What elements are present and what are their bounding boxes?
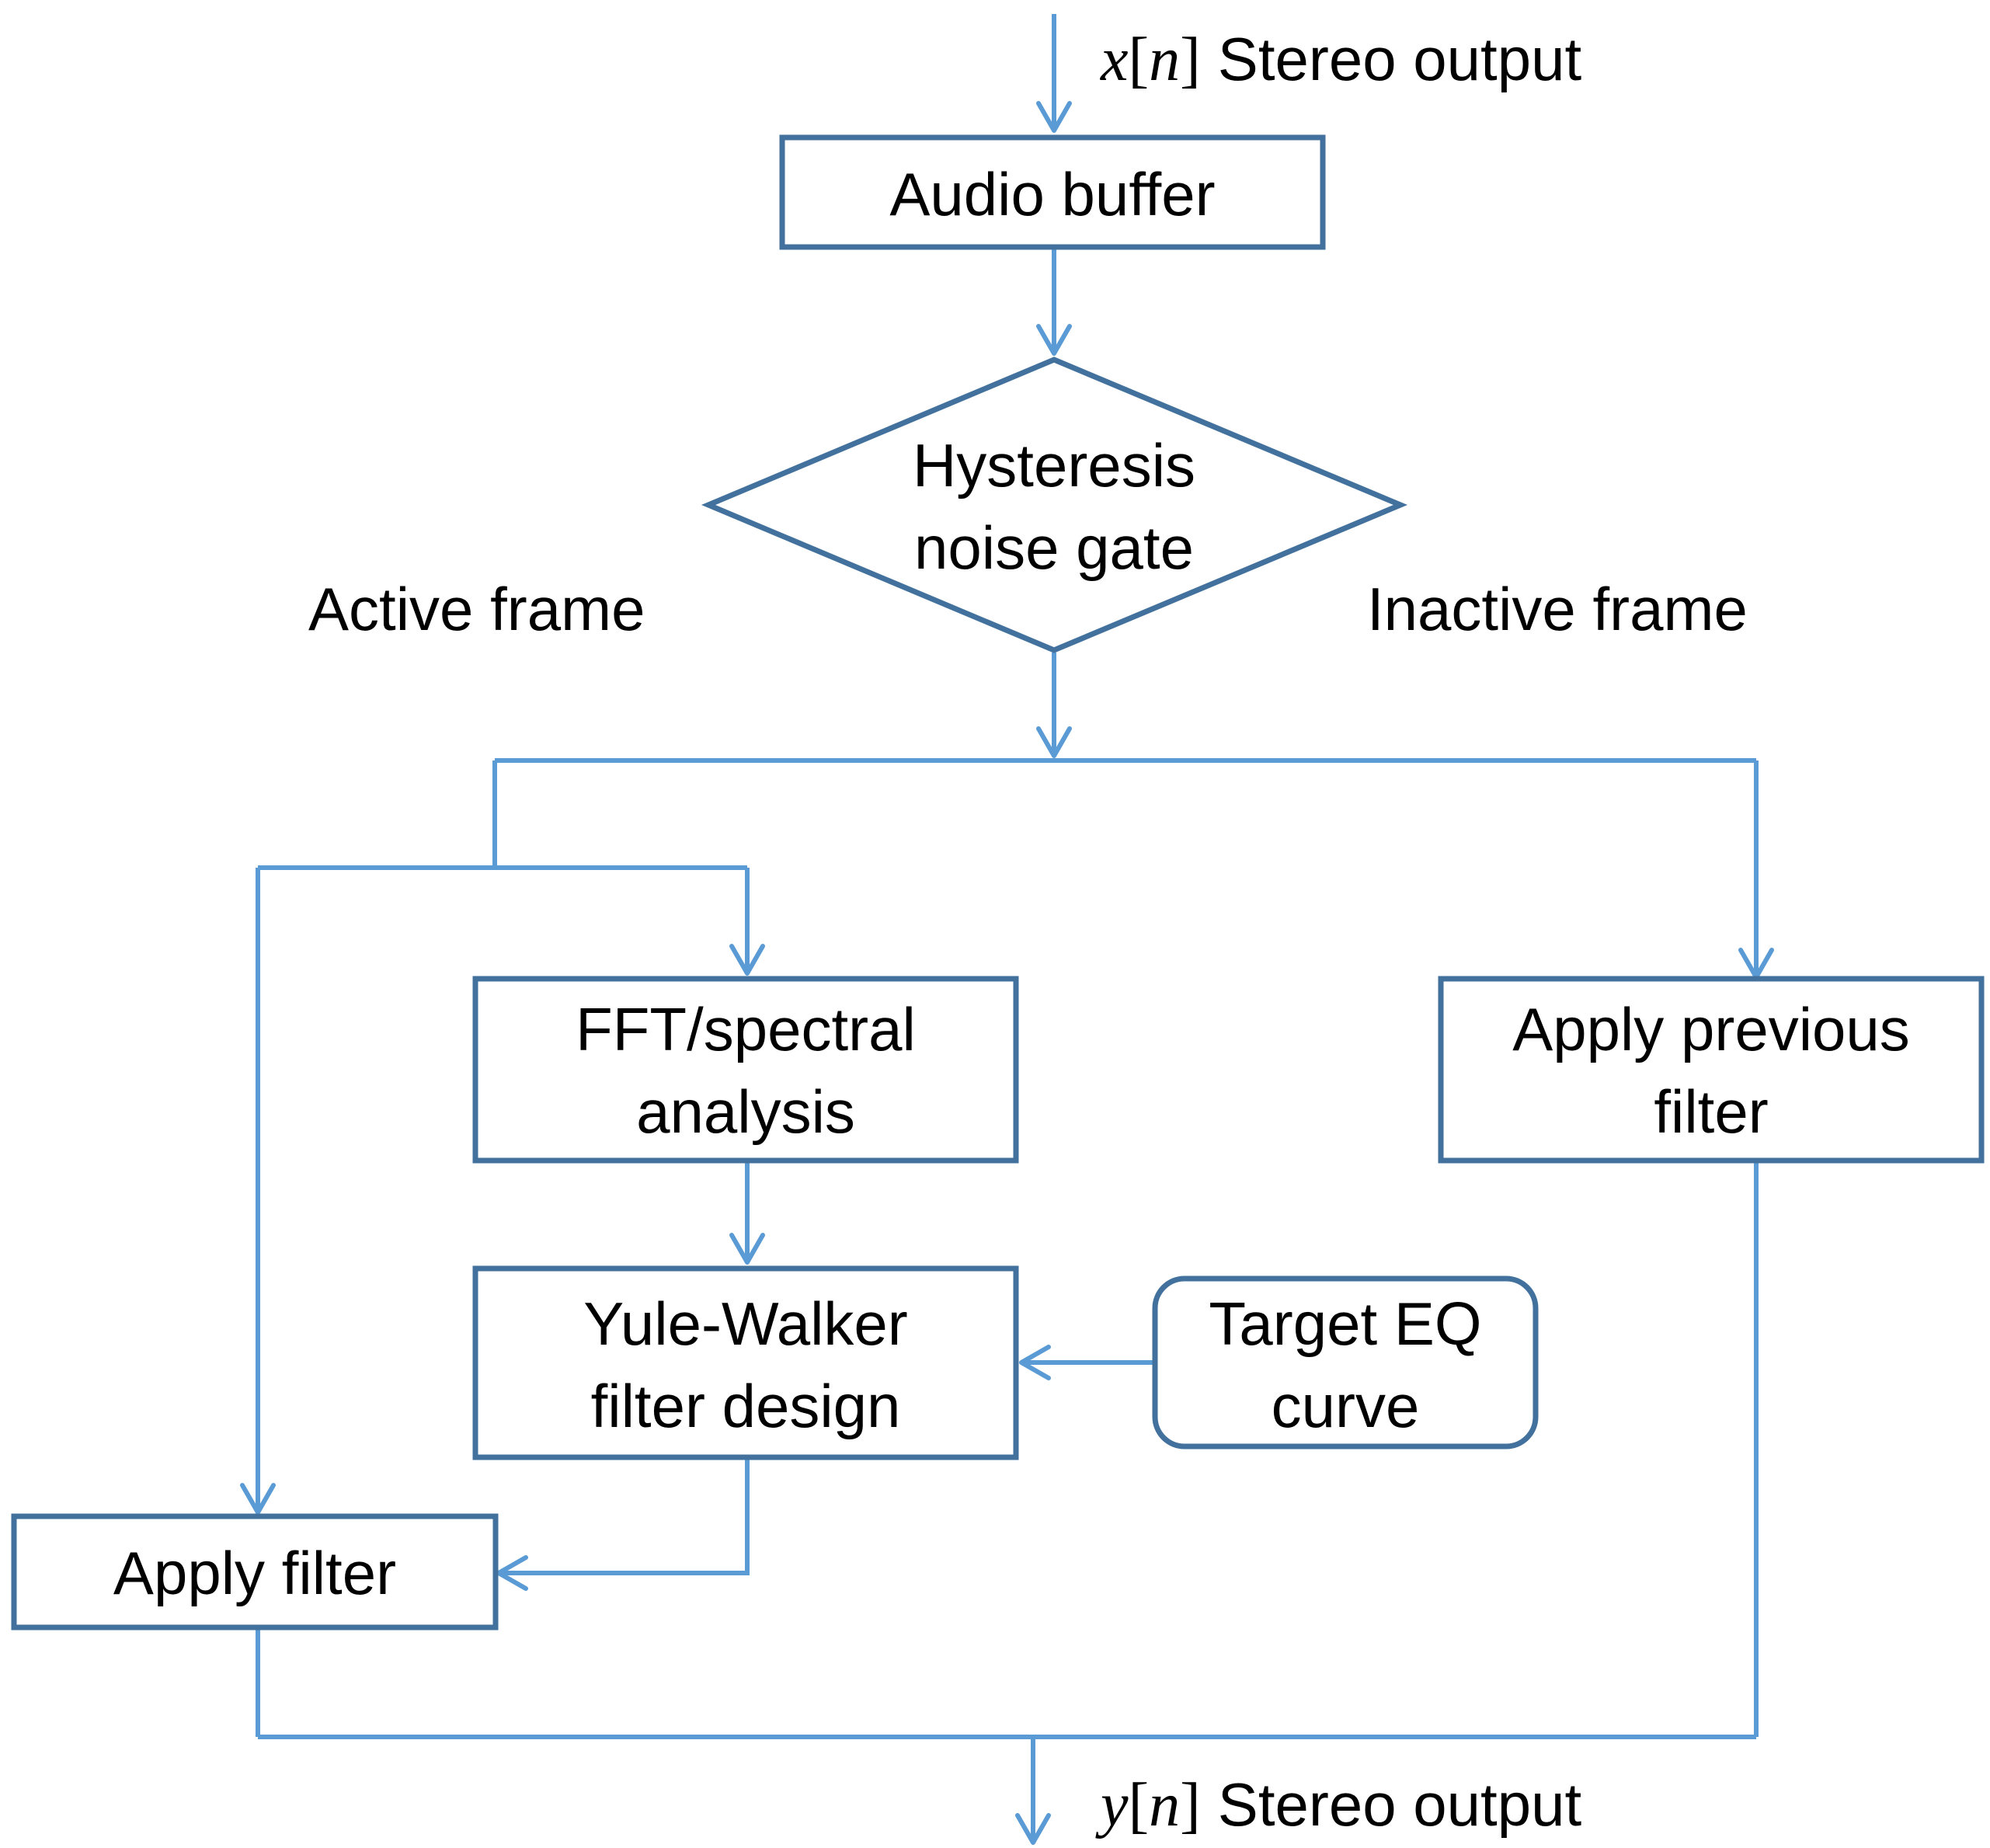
apply-previous-label-line1: Apply previous xyxy=(1512,995,1910,1063)
audio-buffer-node: Audio buffer xyxy=(779,134,1326,250)
target-eq-label-line2: curve xyxy=(1272,1372,1420,1440)
input-signal-open-bracket: [ xyxy=(1129,26,1150,94)
input-signal-label: x[n]Stereo output xyxy=(1100,25,1581,94)
audio-buffer-box xyxy=(779,134,1326,250)
output-signal-var: y xyxy=(1095,1771,1129,1839)
active-frame-label: Active frame xyxy=(308,575,645,643)
apply-filter-box xyxy=(11,1513,499,1630)
output-signal-open-bracket: [ xyxy=(1129,1771,1150,1839)
input-signal-index: n xyxy=(1149,26,1180,94)
noise-gate-label-line1: Hysteresis xyxy=(913,431,1195,499)
target-eq-node: Target EQ curve xyxy=(1152,1276,1539,1450)
connectors xyxy=(240,14,1774,1845)
noise-gate-node: Hysteresis noise gate xyxy=(701,357,1408,653)
fft-label-line2: analysis xyxy=(636,1077,855,1146)
input-signal-text: Stereo output xyxy=(1218,25,1582,93)
output-arrowhead xyxy=(1015,1813,1051,1845)
buffer-to-gate-arrowhead xyxy=(1036,324,1072,356)
inactive-frame-label: Inactive frame xyxy=(1367,575,1748,643)
target-eq-label-line1: Target EQ xyxy=(1209,1289,1481,1358)
noise-gate-label-line2: noise gate xyxy=(914,513,1194,582)
fft-box xyxy=(472,976,1019,1164)
apply-filter-node: Apply filter xyxy=(11,1513,499,1630)
yule-walker-label-line1: Yule-Walker xyxy=(583,1289,908,1358)
apply-previous-node: Apply previous filter xyxy=(1438,976,1985,1164)
output-signal-index: n xyxy=(1149,1771,1180,1839)
yule-walker-node: Yule-Walker filter design xyxy=(472,1265,1019,1460)
apply-previous-label-line2: filter xyxy=(1654,1077,1768,1146)
yule-walker-box xyxy=(472,1265,1019,1460)
to-fft-arrowhead xyxy=(729,944,765,976)
audio-buffer-label: Audio buffer xyxy=(889,160,1215,228)
fft-to-yw-arrowhead xyxy=(729,1233,765,1265)
eq-to-yw-arrowhead xyxy=(1019,1345,1051,1380)
yw-to-apply-arrowhead xyxy=(496,1555,528,1591)
fft-node: FFT/spectral analysis xyxy=(472,976,1019,1164)
input-signal-close-bracket: ] xyxy=(1180,26,1201,94)
to-apply-filter-arrowhead xyxy=(240,1483,276,1515)
input-signal-var: x xyxy=(1100,26,1129,94)
gate-to-split-arrowhead xyxy=(1036,726,1072,758)
apply-filter-label: Apply filter xyxy=(113,1539,396,1607)
apply-previous-box xyxy=(1438,976,1985,1164)
fft-label-line1: FFT/spectral xyxy=(576,995,916,1063)
yule-walker-label-line2: filter design xyxy=(591,1372,901,1440)
output-signal-close-bracket: ] xyxy=(1180,1771,1201,1839)
output-signal-text: Stereo output xyxy=(1218,1770,1582,1839)
noise-gate-diamond xyxy=(701,357,1408,653)
output-signal-label: y[n]Stereo output xyxy=(1095,1770,1581,1839)
input-arrowhead xyxy=(1036,101,1072,133)
target-eq-box xyxy=(1152,1276,1539,1450)
yw-to-apply-line xyxy=(499,1460,750,1575)
